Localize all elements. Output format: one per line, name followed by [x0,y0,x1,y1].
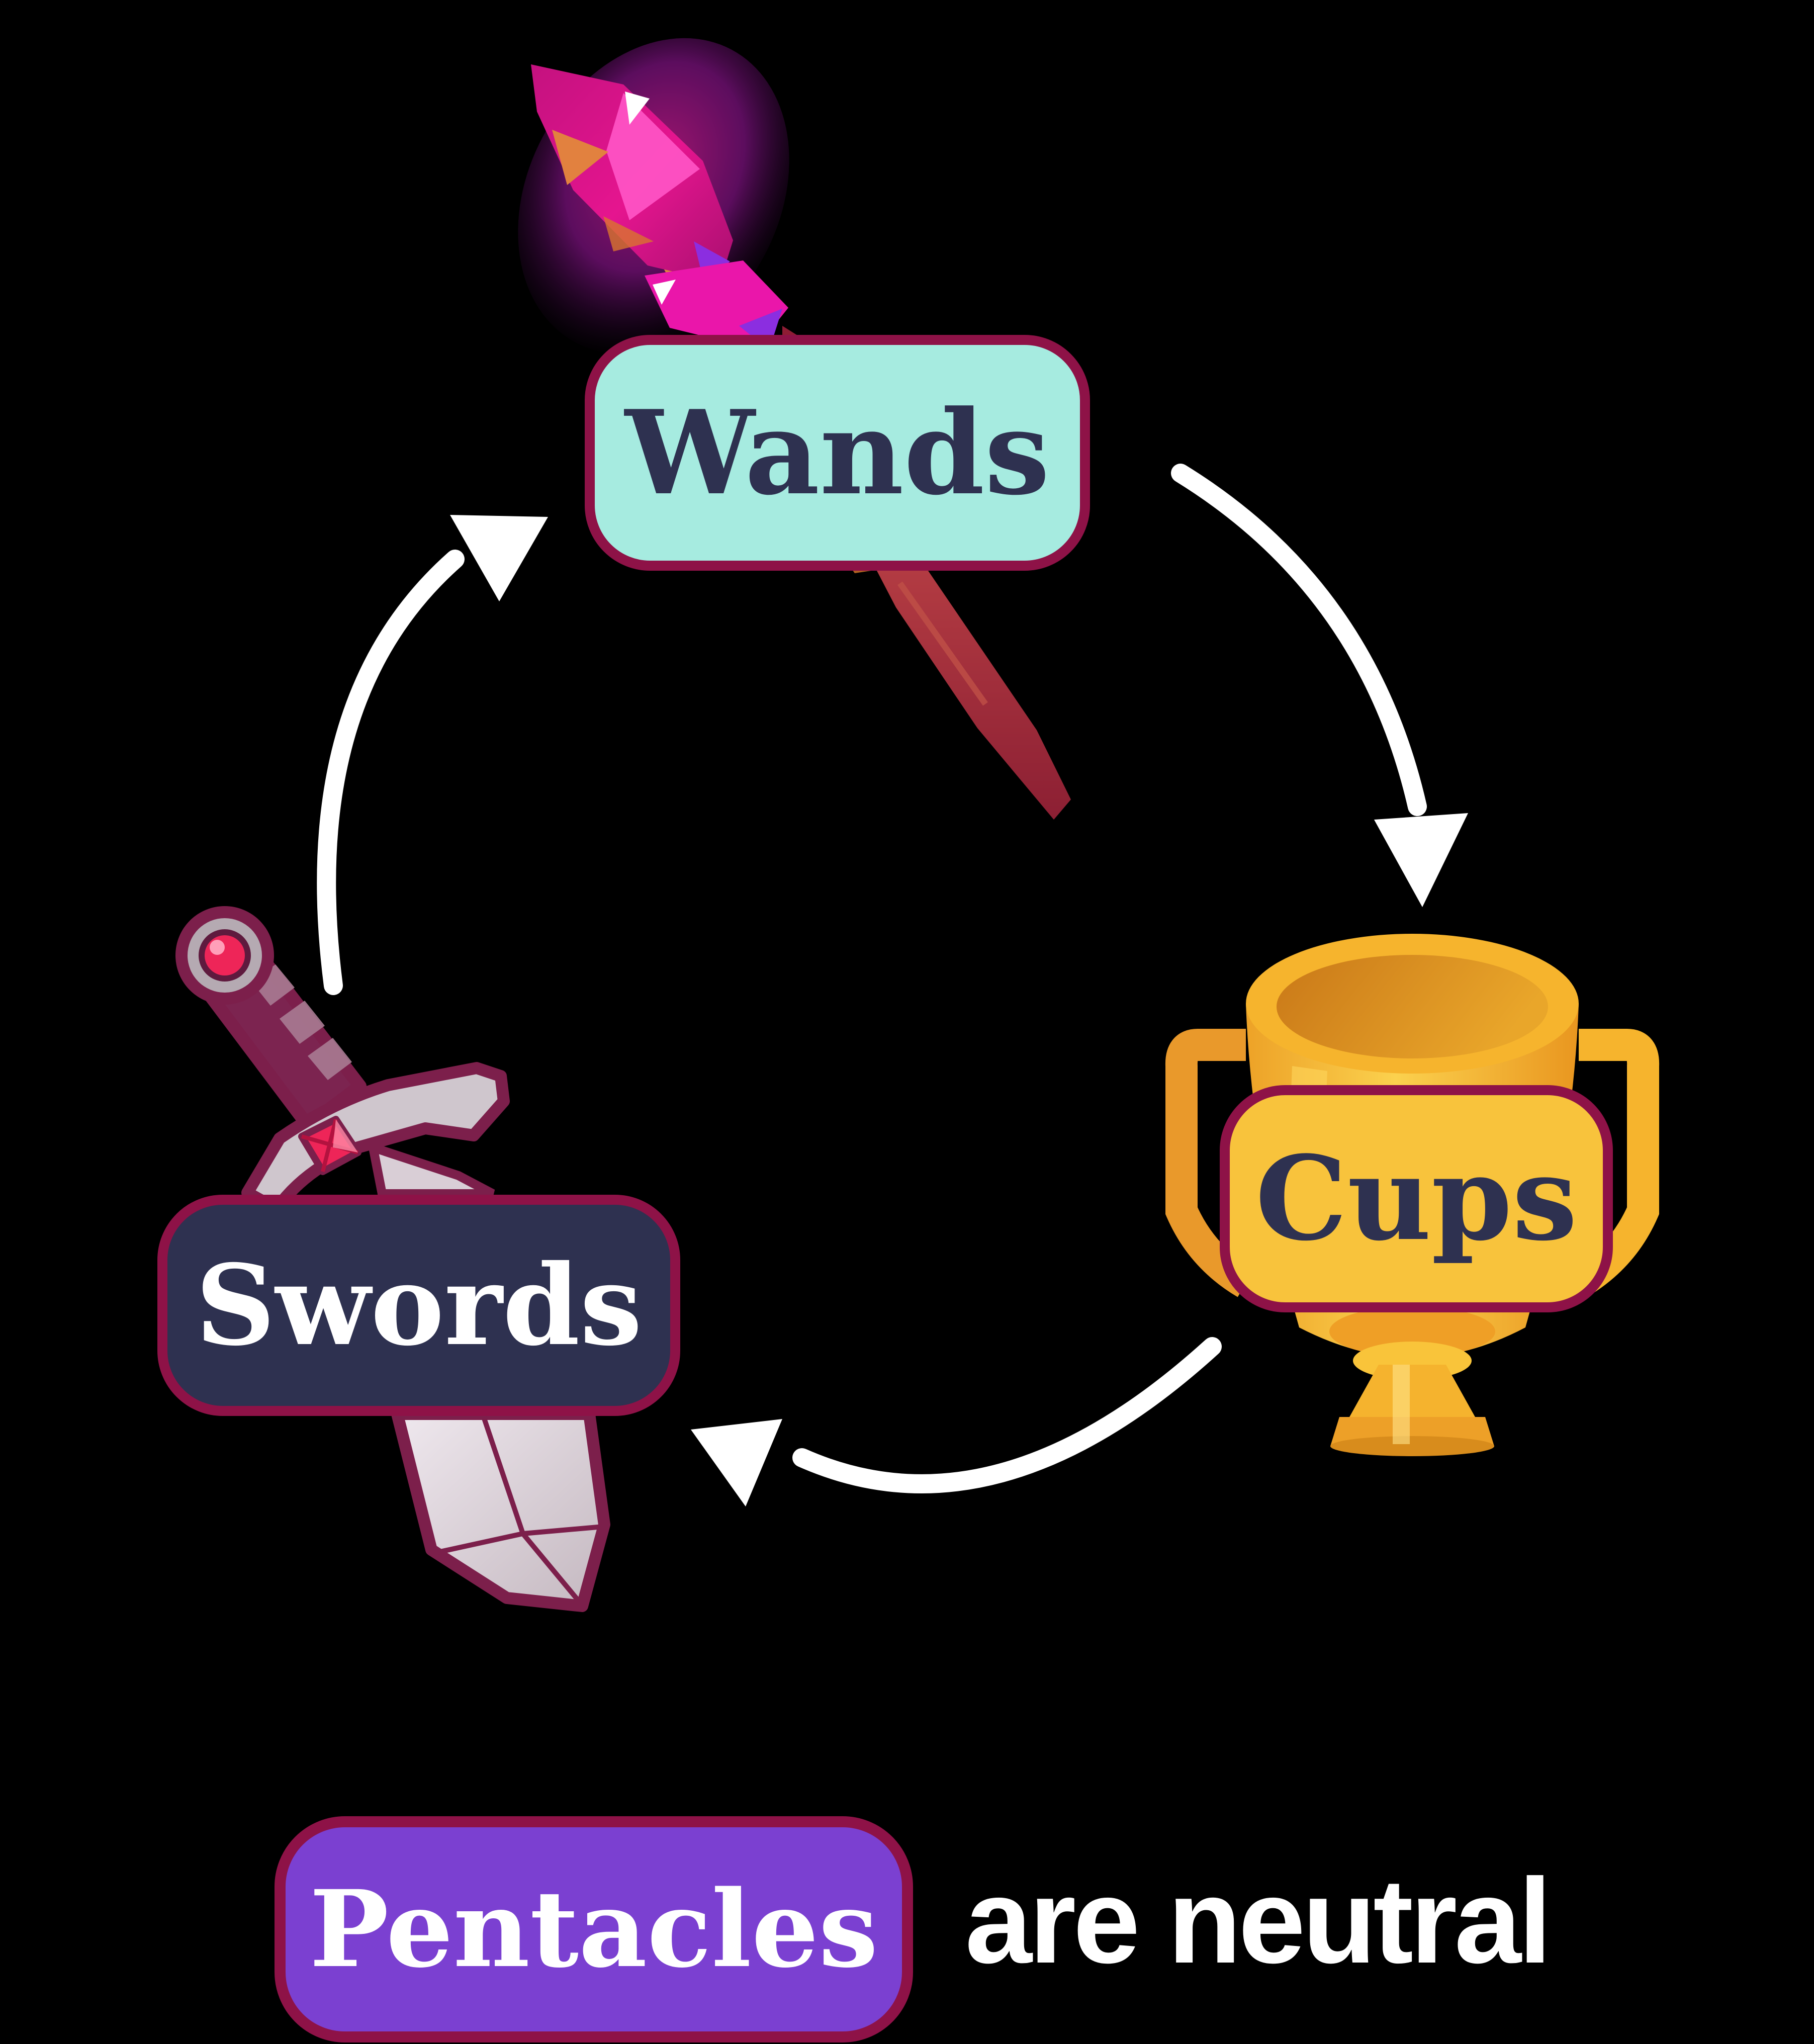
node-cups: Cups [1220,1085,1613,1312]
node-wands: Wands [585,335,1090,571]
node-swords: Swords [157,1195,680,1416]
arrow-swords-to-wands [317,515,548,995]
arrow-cups-to-swords [691,1337,1222,1506]
arrow-wands-to-cups [1171,464,1468,907]
node-cups-label: Cups [1255,1131,1578,1267]
legend-pentacles-box: Pentacles [275,1816,913,2042]
node-wands-label: Wands [625,385,1050,521]
node-swords-label: Swords [195,1240,643,1370]
legend-pentacles-label: Pentacles [309,1867,878,1991]
legend-suffix-text: are neutral [965,1853,1552,1988]
